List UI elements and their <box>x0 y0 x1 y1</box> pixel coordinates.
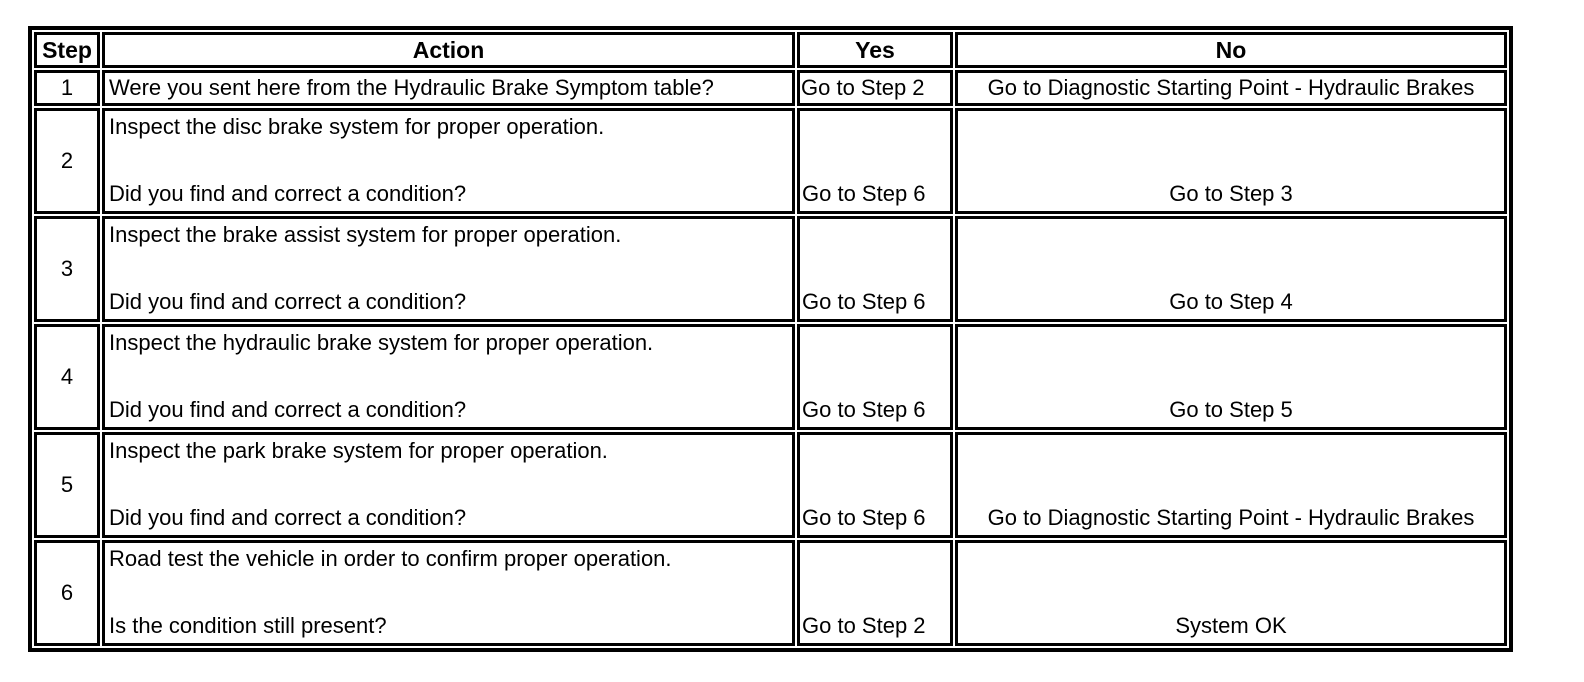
column-header-step-label: Step <box>42 36 92 63</box>
column-header-step: Step <box>34 32 100 68</box>
action-cell: Road test the vehicle in order to confir… <box>102 540 795 646</box>
action-cell: Were you sent here from the Hydraulic Br… <box>102 70 795 106</box>
yes-cell: Go to Step 2 <box>797 540 953 646</box>
step-cell: 5 <box>34 432 100 538</box>
no-result: System OK <box>1175 612 1287 638</box>
column-header-no-label: No <box>1215 36 1247 63</box>
action-cell: Inspect the park brake system for proper… <box>102 432 795 538</box>
action-cell: Inspect the brake assist system for prop… <box>102 216 795 322</box>
step-number: 4 <box>60 364 74 390</box>
table-row: 3 Inspect the brake assist system for pr… <box>34 216 1507 322</box>
yes-cell: Go to Step 6 <box>797 216 953 322</box>
no-result: Go to Diagnostic Starting Point - Hydrau… <box>987 75 1475 101</box>
no-cell: Go to Diagnostic Starting Point - Hydrau… <box>955 432 1507 538</box>
column-header-action: Action <box>102 32 795 68</box>
column-header-no: No <box>955 32 1507 68</box>
column-header-yes: Yes <box>797 32 953 68</box>
table-row: 5 Inspect the park brake system for prop… <box>34 432 1507 538</box>
no-cell: System OK <box>955 540 1507 646</box>
table-header-row: Step Action Yes No <box>34 32 1507 68</box>
no-cell: Go to Step 3 <box>955 108 1507 214</box>
action-question: Did you find and correct a condition? <box>109 288 467 314</box>
no-result: Go to Step 5 <box>1169 396 1293 422</box>
column-header-yes-label: Yes <box>855 36 895 63</box>
yes-result: Go to Step 6 <box>802 504 926 530</box>
step-cell: 3 <box>34 216 100 322</box>
step-cell: 4 <box>34 324 100 430</box>
action-instruction: Road test the vehicle in order to confir… <box>109 546 672 571</box>
action-question: Did you find and correct a condition? <box>109 396 467 422</box>
action-instruction: Were you sent here from the Hydraulic Br… <box>109 75 714 101</box>
action-instruction: Inspect the brake assist system for prop… <box>109 222 622 247</box>
step-number: 1 <box>60 75 74 101</box>
no-cell: Go to Diagnostic Starting Point - Hydrau… <box>955 70 1507 106</box>
no-result: Go to Step 3 <box>1169 180 1293 206</box>
step-number: 5 <box>60 472 74 498</box>
action-instruction: Inspect the park brake system for proper… <box>109 438 608 463</box>
action-question: Is the condition still present? <box>109 612 387 638</box>
table-row: 2 Inspect the disc brake system for prop… <box>34 108 1507 214</box>
no-result: Go to Diagnostic Starting Point - Hydrau… <box>987 504 1475 530</box>
action-question: Did you find and correct a condition? <box>109 180 467 206</box>
table-row: 1 Were you sent here from the Hydraulic … <box>34 70 1507 106</box>
no-cell: Go to Step 4 <box>955 216 1507 322</box>
table-row: 6 Road test the vehicle in order to conf… <box>34 540 1507 646</box>
diagnostic-table: Step Action Yes No 1 Were you sent here … <box>28 26 1513 652</box>
yes-cell: Go to Step 6 <box>797 108 953 214</box>
yes-result: Go to Step 6 <box>802 180 926 206</box>
yes-result: Go to Step 6 <box>802 288 926 314</box>
no-result: Go to Step 4 <box>1169 288 1293 314</box>
yes-result: Go to Step 2 <box>801 75 925 101</box>
yes-result: Go to Step 2 <box>802 612 926 638</box>
step-number: 2 <box>60 148 74 174</box>
yes-result: Go to Step 6 <box>802 396 926 422</box>
action-instruction: Inspect the disc brake system for proper… <box>109 114 605 139</box>
step-number: 6 <box>60 580 74 606</box>
yes-cell: Go to Step 6 <box>797 432 953 538</box>
step-cell: 1 <box>34 70 100 106</box>
action-cell: Inspect the hydraulic brake system for p… <box>102 324 795 430</box>
action-question: Did you find and correct a condition? <box>109 504 467 530</box>
yes-cell: Go to Step 6 <box>797 324 953 430</box>
action-cell: Inspect the disc brake system for proper… <box>102 108 795 214</box>
yes-cell: Go to Step 2 <box>797 70 953 106</box>
action-instruction: Inspect the hydraulic brake system for p… <box>109 330 654 355</box>
table-row: 4 Inspect the hydraulic brake system for… <box>34 324 1507 430</box>
step-cell: 6 <box>34 540 100 646</box>
no-cell: Go to Step 5 <box>955 324 1507 430</box>
step-number: 3 <box>60 256 74 282</box>
column-header-action-label: Action <box>412 36 485 63</box>
step-cell: 2 <box>34 108 100 214</box>
table-body: 1 Were you sent here from the Hydraulic … <box>34 70 1507 646</box>
